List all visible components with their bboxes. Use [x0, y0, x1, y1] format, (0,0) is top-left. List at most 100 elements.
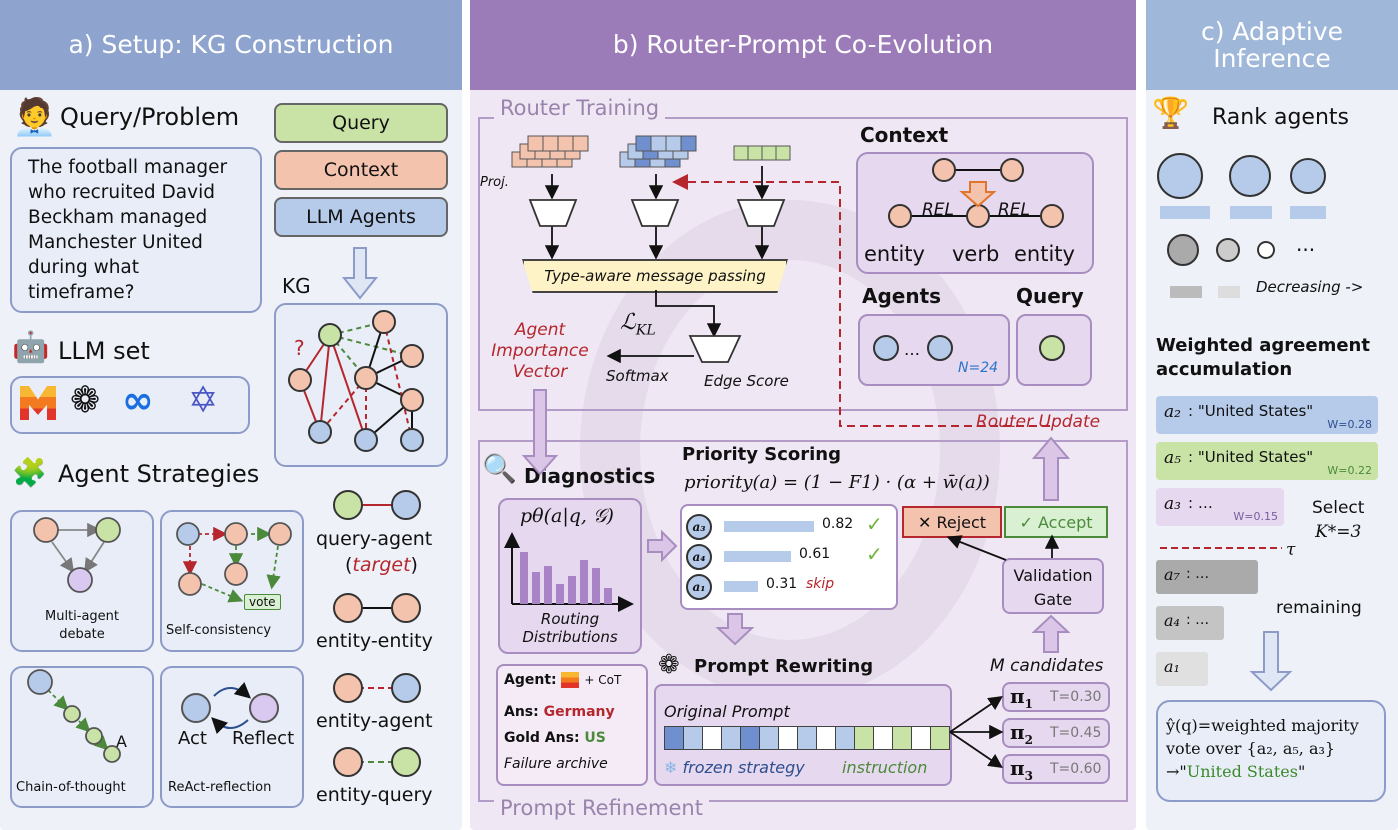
routing-bars	[504, 532, 634, 612]
edge-target-close: )	[410, 554, 418, 576]
remaining-label: remaining	[1276, 598, 1362, 618]
query-line: during what	[28, 257, 140, 278]
weighted-row-weight: W=0.22	[1327, 464, 1372, 477]
weighted-row-answer: : "United States"	[1188, 448, 1314, 466]
weighted-row-agent: a₂	[1164, 402, 1181, 422]
priority-formula: priority(a) = (1 − F1) · (α + w̄(a))	[684, 472, 990, 493]
user-icon: 🧑‍💼	[12, 97, 57, 138]
debate-label-line: Multi-agent	[44, 609, 120, 624]
routing-label: Routing Distributions	[498, 610, 642, 646]
edge-entity-agent-label: entity-agent	[316, 710, 433, 732]
select-line: Select	[1312, 498, 1365, 518]
prompt-rewriting-heading: Prompt Rewriting	[694, 656, 874, 677]
instruction-label: instruction	[842, 758, 928, 777]
aiv-label: Agent Importance Vector	[480, 320, 600, 383]
weighted-row-weight: W=0.15	[1233, 510, 1278, 523]
score-value: 0.82	[822, 516, 854, 532]
weighted-line: accumulation	[1156, 359, 1293, 380]
result-answer: United States	[1186, 762, 1298, 781]
prompt-refinement-frame	[478, 440, 1128, 802]
candidate-pi: π2	[1010, 720, 1033, 747]
weighted-row: a₅: "United States"W=0.22	[1156, 442, 1378, 480]
frozen-text: frozen strategy	[682, 758, 805, 777]
aiv-line: Vector	[512, 362, 568, 382]
candidate-pi: π3	[1010, 756, 1033, 783]
select-k: K*=3	[1315, 522, 1362, 542]
legend-agents: LLM Agents	[274, 197, 448, 237]
score-agent-node: a₃	[686, 514, 712, 540]
query-line: Manchester United	[28, 232, 203, 253]
loss-sub: KL	[635, 322, 656, 339]
failure-agent: Agent: + CoT	[504, 672, 621, 688]
router-training-frame	[478, 117, 1128, 411]
skip-label: skip	[806, 576, 835, 592]
react-graphic	[181, 682, 279, 735]
query-heading: Query/Problem	[60, 103, 240, 131]
edge-qa-text: query-agent	[316, 528, 433, 550]
aiv-arrow	[521, 389, 559, 476]
panel-coevolution-header: b) Router-Prompt Co-Evolution	[470, 0, 1136, 90]
candidates-to-gate-arrow	[1031, 614, 1071, 653]
candidate-prompt: π1 T=0.30	[1002, 682, 1110, 712]
prompt-token	[930, 726, 950, 750]
query-line: who recruited David	[28, 182, 215, 203]
result-answer-line: →"United States"	[1166, 760, 1359, 783]
query-box: The football manager who recruited David…	[10, 147, 262, 313]
candidate-temperature: T=0.30	[1050, 689, 1102, 705]
entity-label-2: entity	[1014, 242, 1075, 266]
result-line: ŷ(q)=weighted majority	[1166, 716, 1359, 735]
legend-query: Query	[274, 103, 448, 143]
llm-set-box: ❁ ∞ ✡	[10, 376, 250, 434]
edge-target-word: target	[352, 554, 411, 576]
candidate-index: 2	[1024, 733, 1033, 747]
panel-setup-title: a) Setup: KG Construction	[68, 30, 394, 60]
prompt-refinement-label: Prompt Refinement	[494, 796, 709, 820]
remaining-row: a₄: …	[1156, 606, 1224, 640]
frozen-strategy-label: ❄ frozen strategy	[664, 758, 805, 777]
agents-heading: Agents	[862, 284, 942, 308]
weighted-row-answer: : "United States"	[1188, 402, 1314, 420]
result-quote: "	[1297, 762, 1306, 781]
agent-query-nodes	[873, 335, 1065, 361]
tau-label: τ	[1286, 540, 1296, 560]
remaining-row: a₁	[1156, 652, 1208, 686]
result-box	[1156, 700, 1386, 802]
openai-icon-small: ❁	[658, 650, 680, 680]
debate-graphic	[33, 517, 121, 593]
result-arrow: →"	[1166, 762, 1187, 781]
priority-to-rewrite-arrow	[715, 613, 755, 646]
puzzle-icon: 🧩	[12, 456, 47, 489]
cot-answer: A	[116, 732, 127, 751]
edge-query-agent-label: query-agent	[316, 528, 432, 550]
snowflake-icon: ❄	[664, 758, 678, 777]
loss-symbol: ℒ	[620, 310, 636, 335]
failure-gold: Gold Ans: US	[504, 730, 606, 746]
routing-line: Routing	[540, 610, 600, 628]
weighted-row-answer: : …	[1188, 494, 1213, 512]
weighted-row: a₃: …W=0.15	[1156, 488, 1284, 526]
router-arrows	[544, 166, 770, 364]
query-line: timeframe?	[28, 282, 135, 303]
remaining-row-agent: a₄	[1164, 611, 1180, 630]
original-prompt-label: Original Prompt	[664, 702, 790, 721]
candidate-pi: π1	[1010, 684, 1033, 711]
gate-arrows	[946, 534, 1060, 769]
candidate-index: 1	[1024, 697, 1033, 711]
reflect-label: Reflect	[232, 728, 295, 749]
query-text: The football manager who recruited David…	[28, 155, 227, 305]
magnifier-icon: 🔍	[482, 452, 517, 485]
edge-entity-entity-label: entity-entity	[316, 630, 433, 652]
check-icon: ✓	[866, 542, 883, 566]
cot-graphic	[27, 669, 121, 763]
remaining-row-answer: : …	[1186, 566, 1210, 582]
router-update-arrow	[1031, 436, 1071, 501]
prompt-strip	[664, 726, 950, 750]
validation-gate: Validation Gate	[1002, 558, 1104, 614]
aiv-line: Importance	[491, 341, 589, 361]
strategy-react	[160, 666, 304, 808]
kg-arrow	[341, 247, 379, 300]
projection-stacks	[511, 135, 791, 168]
